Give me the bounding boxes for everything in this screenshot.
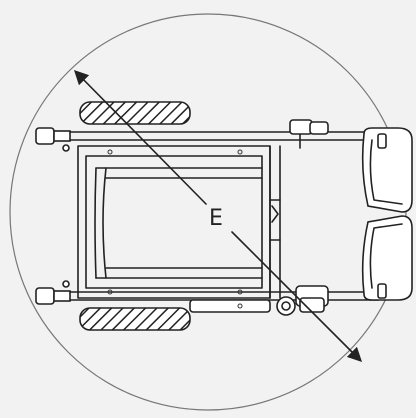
footrest-bottom <box>361 215 413 301</box>
turning-circle <box>9 13 407 411</box>
push-handle-top <box>35 127 71 152</box>
front-frame <box>269 145 281 299</box>
dimension-arrow-e <box>73 69 363 363</box>
footrest-top <box>361 127 413 213</box>
dimension-label-e: E <box>209 206 223 231</box>
seat-frame <box>77 145 271 299</box>
rear-wheel-bottom <box>79 307 191 331</box>
push-handle-bottom <box>35 280 71 305</box>
rear-wheel-top <box>79 101 191 125</box>
frame-top-side <box>69 119 379 149</box>
axle-assembly <box>189 296 325 316</box>
